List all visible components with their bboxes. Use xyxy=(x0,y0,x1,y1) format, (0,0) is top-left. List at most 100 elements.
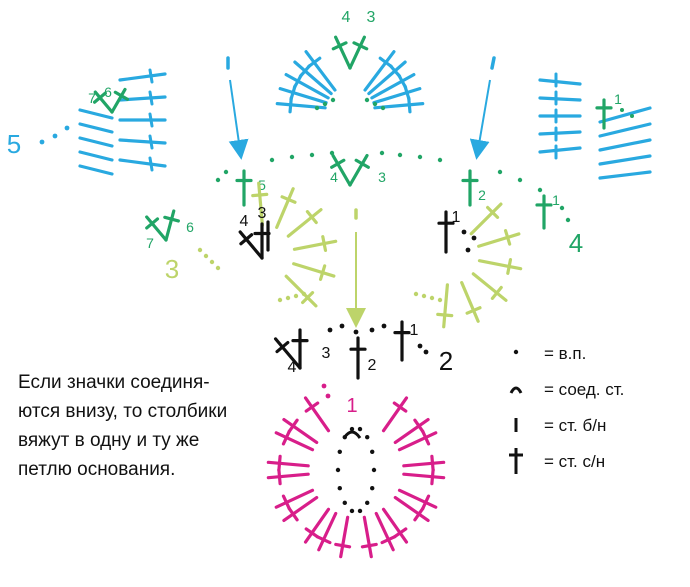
stitch-number-label: 6 xyxy=(104,84,112,100)
right-shell-stitch xyxy=(598,138,652,152)
chain-dot xyxy=(357,508,363,514)
chain-dot xyxy=(471,235,477,241)
chain-dot xyxy=(379,150,385,156)
double-crochet-crossbar xyxy=(352,41,369,51)
left-shell-crossbar xyxy=(148,156,154,172)
top-shell-right-stitch xyxy=(370,73,416,100)
note-line: ются внизу, то столбики xyxy=(18,401,228,422)
row-number-label: 2 xyxy=(439,346,453,376)
chain-dot xyxy=(371,467,377,473)
double-crochet-crossbar xyxy=(287,506,299,522)
right-shell-stitch xyxy=(538,78,582,86)
double-crochet-crossbar xyxy=(421,429,431,446)
chain-dot xyxy=(335,467,341,473)
ring-stitch xyxy=(266,460,310,468)
v-stitch-left xyxy=(331,153,352,187)
legend-dc-label: = ст. с/н xyxy=(544,452,606,471)
chain-dot xyxy=(620,108,624,112)
double-crochet-crossbar xyxy=(321,235,328,252)
chain-dot xyxy=(417,154,423,160)
legend-row-sc: = ст. б/н xyxy=(502,410,682,446)
chain-dot xyxy=(437,157,443,163)
chain-dot xyxy=(370,449,375,454)
double-crochet-crossbar xyxy=(465,306,482,315)
lime-right-stitch xyxy=(471,272,508,302)
double-crochet-crossbar xyxy=(113,90,130,101)
v-stitch-right xyxy=(164,209,176,242)
double-crochet-crossbar xyxy=(280,195,297,204)
left-shell-crossbar xyxy=(148,90,154,106)
slip-stitch-mark xyxy=(342,430,362,439)
ring-stitch xyxy=(282,417,319,445)
double-crochet-crossbar xyxy=(287,418,299,434)
chain-dot xyxy=(397,152,403,158)
row-number-label: 1 xyxy=(346,395,357,417)
stitch-number-label: 3 xyxy=(322,345,331,362)
chain-dot xyxy=(497,169,503,175)
chain-dot xyxy=(339,323,345,329)
top-shell-left-stitch xyxy=(293,60,333,96)
ring-stitch xyxy=(303,507,331,544)
double-crochet-crossbar xyxy=(239,233,254,246)
double-crochet-crossbar xyxy=(281,429,291,446)
lime-right-stitch xyxy=(469,202,503,236)
row-number-label: 4 xyxy=(569,228,583,258)
stitch-number-label: 3 xyxy=(367,9,376,26)
double-crochet-crossbar xyxy=(334,542,352,549)
right-shell-stitch xyxy=(598,170,652,180)
ring-stitch xyxy=(402,460,446,468)
chain-dot xyxy=(413,291,419,297)
left-shell-stitch xyxy=(78,164,114,176)
ring-stitch xyxy=(282,495,319,523)
chain-dot xyxy=(309,152,315,158)
double-crochet-crossbar xyxy=(277,468,282,486)
chain-dot xyxy=(417,343,423,349)
ring-stitch xyxy=(374,511,395,552)
double-crochet-crossbar xyxy=(486,205,500,219)
chain-dot xyxy=(370,486,375,491)
left-shell-crossbar xyxy=(148,112,154,128)
double-crochet-crossbar xyxy=(392,401,408,413)
chain-dot xyxy=(197,247,203,253)
chain-dot xyxy=(330,97,336,103)
stitch-number-label: 1 xyxy=(552,192,560,208)
chain-dot xyxy=(52,133,58,139)
ring-stitch xyxy=(274,431,315,452)
chain-dot xyxy=(327,327,333,333)
ring-stitch xyxy=(402,472,446,480)
legend-row-slip: = соед. ст. xyxy=(502,374,682,410)
left-shell-stitch xyxy=(78,150,114,162)
top-shell-left-stitch xyxy=(284,73,330,100)
chain-dot xyxy=(461,229,467,235)
legend-sc-label: = ст. б/н xyxy=(544,416,607,435)
chain-dot xyxy=(215,265,221,271)
chain-dot xyxy=(322,101,328,107)
note-text: Если значки соединя- ются внизу, то стол… xyxy=(18,368,278,484)
double-crochet-crossbar xyxy=(430,468,435,486)
ring-stitch xyxy=(393,417,430,445)
stitch-number-label: 4 xyxy=(342,9,351,26)
left-shell-crossbar xyxy=(148,68,154,84)
double-crochet-crossbar xyxy=(318,264,327,281)
chain-dot xyxy=(337,486,342,491)
chain-dot xyxy=(369,327,375,333)
right-shell-stitch xyxy=(598,122,652,138)
ring-stitch xyxy=(397,488,438,509)
ring-stitch xyxy=(303,396,331,433)
chain-dot xyxy=(372,101,378,107)
chain-dot xyxy=(209,259,215,265)
lime-left-stitch xyxy=(292,239,338,251)
stitch-number-label: 7 xyxy=(146,235,154,251)
right-shell-stitch xyxy=(538,96,582,102)
double-crochet-icon xyxy=(509,448,523,474)
lime-right-stitch xyxy=(460,281,480,323)
left-shell-stitch xyxy=(78,122,114,134)
arrow-tick xyxy=(490,56,496,70)
double-crochet-crossbar xyxy=(354,158,370,169)
double-crochet-crossbar xyxy=(306,56,322,69)
stitch-number-label: 5 xyxy=(258,177,266,193)
top-shell-left-stitch xyxy=(304,50,337,92)
lime-left-stitch xyxy=(257,181,264,227)
left-shell-stitch xyxy=(78,136,114,148)
double-crochet-crossbar xyxy=(360,542,378,549)
